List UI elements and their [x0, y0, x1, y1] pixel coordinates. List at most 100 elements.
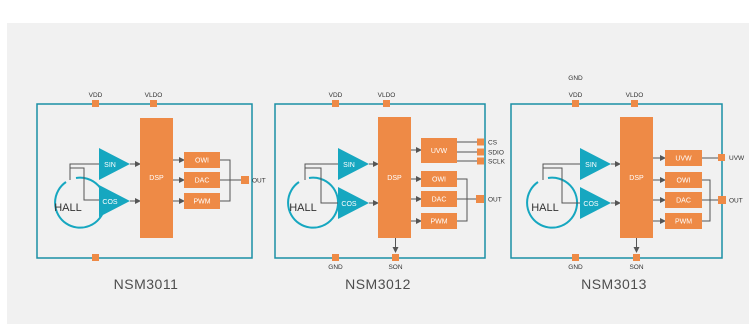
pwm-label: PWM	[193, 199, 210, 206]
dac-block	[184, 172, 220, 188]
sin-amplifier	[99, 148, 130, 180]
uvw-block	[665, 150, 702, 166]
pin-vdd-label: VDD	[89, 92, 103, 99]
dac-block	[665, 192, 702, 208]
cos-label: COS	[583, 201, 599, 208]
diagram-nsm3013: GND VDD VLDO GND SON HALL SIN COS DSP	[510, 75, 745, 271]
chip-outline	[510, 103, 723, 259]
wire-pwm-out	[220, 180, 231, 202]
pin-vdd-label: VDD	[329, 92, 343, 99]
pwm-block	[665, 213, 702, 229]
dac-label: DAC	[195, 178, 210, 185]
diagram-nsm3012: VDD VLDO GND SON HALL SIN COS DSP	[274, 92, 506, 271]
chip-outline	[274, 103, 486, 259]
pin-vldo-label: VLDO	[378, 92, 396, 99]
pin-gnd-label: GND	[568, 264, 583, 271]
pin-vldo	[383, 100, 390, 107]
hall-sensor-icon	[54, 176, 107, 229]
wire-pwm-out	[702, 200, 711, 222]
dac-label: DAC	[432, 197, 447, 204]
pin-vdd	[92, 100, 99, 107]
pin-vdd-label: VDD	[569, 92, 583, 99]
pwm-label: PWM	[430, 219, 447, 226]
hall-label: HALL	[289, 202, 317, 214]
hall-sensor-icon	[526, 176, 579, 229]
owi-block	[665, 172, 702, 188]
dsp-label: DSP	[629, 175, 644, 182]
hall-sensor-icon	[287, 176, 340, 229]
pin-son-label: SON	[388, 264, 402, 271]
owi-label: OWI	[432, 177, 446, 184]
pin-out	[718, 196, 726, 204]
owi-block	[184, 152, 220, 168]
caption-nsm3011: NSM3011	[113, 276, 179, 292]
caption-nsm3013: NSM3013	[581, 276, 647, 292]
pin-vldo	[150, 100, 157, 107]
pwm-label: PWM	[675, 219, 692, 226]
cos-amplifier	[580, 187, 611, 219]
dsp-block	[620, 117, 653, 238]
cos-label: COS	[341, 201, 357, 208]
wire-hall-cos	[69, 167, 99, 201]
pin-cs-label: CS	[488, 140, 498, 147]
pin-sdio-label: SDIO	[488, 150, 504, 157]
pin-sclk-label: SCLK	[488, 159, 506, 166]
uvw-label: UVW	[675, 156, 692, 163]
pwm-block	[184, 193, 220, 209]
wire-owi-out	[702, 179, 711, 200]
pin-bottom	[92, 254, 99, 261]
pin-cs	[477, 138, 484, 146]
pin-gnd-top-label: GND	[568, 75, 583, 82]
pin-uvw	[718, 154, 725, 161]
hall-label: HALL	[531, 202, 559, 214]
dsp-label: DSP	[149, 175, 164, 182]
wire-hall-cos	[542, 167, 580, 204]
cos-label: COS	[102, 199, 118, 206]
wire-hall-cos	[304, 167, 338, 204]
pin-sclk	[477, 157, 484, 165]
pin-gnd	[572, 254, 579, 261]
pin-uvw-label: UVW	[729, 155, 745, 162]
pin-son-label: SON	[629, 264, 643, 271]
pin-vdd	[332, 100, 339, 107]
sin-label: SIN	[343, 162, 355, 169]
cos-amplifier	[338, 187, 369, 219]
pin-vdd	[572, 100, 579, 107]
pin-vldo	[631, 100, 638, 107]
uvw-block	[421, 138, 457, 163]
caption-nsm3012: NSM3012	[345, 276, 411, 292]
owi-block	[421, 171, 457, 187]
pin-vldo-label: VLDO	[626, 92, 644, 99]
pin-out-label: OUT	[729, 198, 743, 205]
dsp-block	[140, 118, 173, 238]
sin-label: SIN	[104, 162, 116, 169]
pin-son	[392, 254, 399, 261]
cos-amplifier	[99, 185, 130, 217]
pin-sdio	[477, 148, 484, 156]
owi-label: OWI	[195, 158, 209, 165]
uvw-label: UVW	[431, 148, 448, 155]
pin-vldo-label: VLDO	[145, 92, 163, 99]
sin-amplifier	[338, 148, 369, 180]
sin-label: SIN	[585, 162, 597, 169]
sin-amplifier	[580, 148, 611, 180]
dac-block	[421, 191, 457, 207]
pin-out-label: OUT	[252, 178, 266, 185]
dsp-label: DSP	[387, 175, 402, 182]
wire-owi-out	[457, 178, 468, 199]
chip-outline	[36, 103, 253, 259]
pin-out	[241, 176, 249, 184]
wire-owi-out	[220, 159, 231, 180]
dsp-block	[378, 117, 411, 238]
wire-pwm-out	[457, 199, 468, 222]
hall-label: HALL	[54, 202, 82, 214]
pin-gnd-label: GND	[328, 264, 343, 271]
pin-out-label: OUT	[488, 197, 502, 204]
pin-gnd	[332, 254, 339, 261]
pin-out	[476, 195, 484, 203]
pwm-block	[421, 213, 457, 229]
pin-son	[633, 254, 640, 261]
dac-label: DAC	[676, 198, 691, 205]
